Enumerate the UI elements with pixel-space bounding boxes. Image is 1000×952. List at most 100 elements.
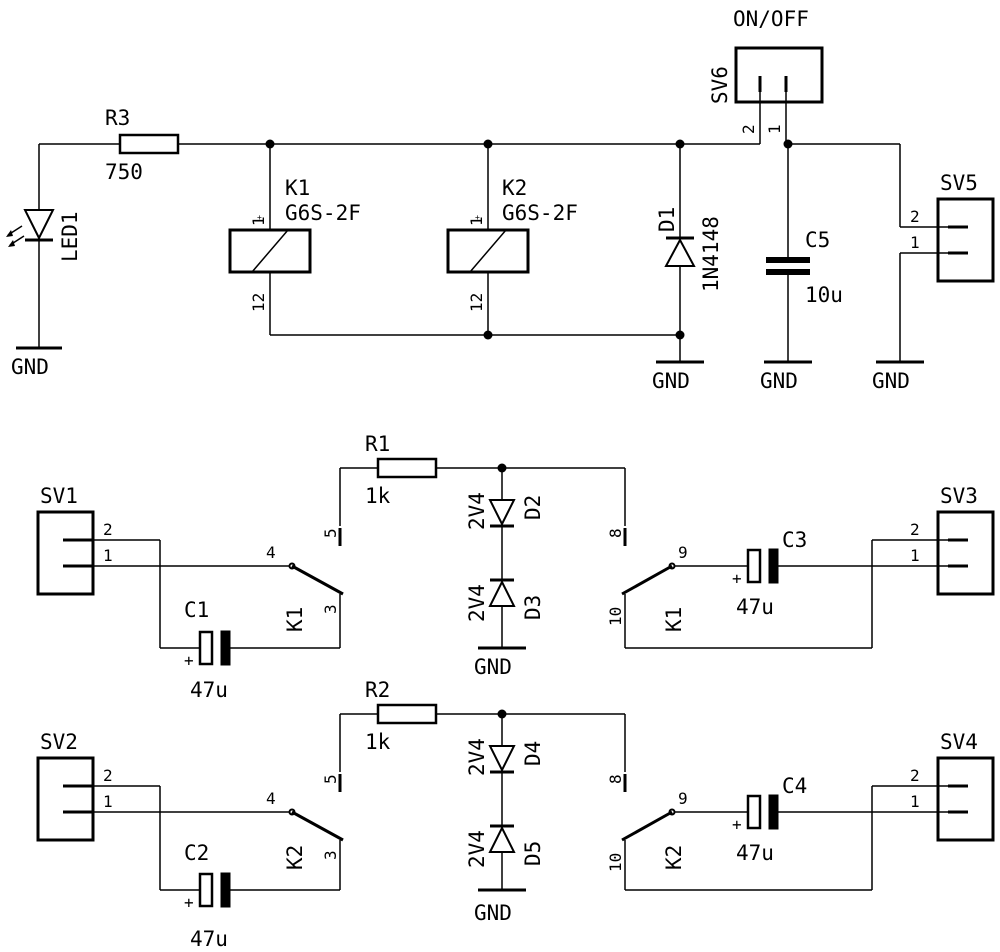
junction [675, 139, 685, 149]
capacitor-c1: C1 + 47u [184, 598, 340, 702]
sv6-title: ON/OFF [733, 7, 809, 31]
c3-name: C3 [782, 528, 807, 552]
k2-pin5: 5 [321, 774, 340, 784]
c3-value: 47u [736, 595, 774, 619]
resistor-r1: R1 1k [340, 432, 625, 508]
k2-pin8: 8 [606, 774, 625, 784]
k1-pin8: 8 [606, 528, 625, 538]
d3-part: 2V4 [465, 584, 489, 622]
sv6-name: SV6 [708, 66, 732, 104]
sv6-pin2: 2 [739, 124, 758, 134]
switch-k2-right: 8 9 10 K2 [606, 714, 872, 891]
connector-sv4: SV4 2 1 [871, 730, 995, 890]
r2-name: R2 [365, 678, 390, 702]
k2-pin-plus: + [475, 213, 480, 222]
junction [265, 139, 275, 149]
r3-name: R3 [105, 106, 130, 130]
gnd-sv5: GND [872, 360, 924, 393]
gnd-c5: GND [760, 360, 812, 393]
gnd-c5-label: GND [760, 369, 798, 393]
sv2-pin2: 2 [103, 766, 113, 785]
r3-value: 750 [105, 160, 143, 184]
k1-part: G6S-2F [285, 201, 361, 225]
k1-pin1: 1 [249, 216, 268, 226]
connector-sv5: SV5 2 1 [899, 144, 995, 362]
junction [483, 330, 493, 340]
k1-right-label: K1 [662, 607, 686, 632]
capacitor-c5: C5 10u [766, 144, 843, 362]
c4-plus: + [732, 815, 742, 834]
d1-part: 1N4148 [699, 216, 723, 292]
d4-part: 2V4 [465, 738, 489, 776]
led1-label: LED1 [58, 211, 82, 262]
c1-plus: + [184, 651, 194, 670]
diode-d1: D1 1N4148 [655, 144, 723, 362]
capacitor-c2: C2 + 47u [184, 841, 340, 951]
resistor-r3: R3 750 [105, 106, 180, 184]
k2-pin12: 12 [467, 293, 486, 312]
switch-k1-left: 4 K1 3 5 [266, 468, 344, 648]
connector-sv1: SV1 2 1 [36, 484, 113, 596]
gnd-ch1-label: GND [474, 655, 512, 679]
gnd-ch2: GND [474, 888, 526, 925]
sv4-pin2: 2 [910, 766, 920, 785]
k1-pin9: 9 [678, 543, 688, 562]
gnd-ch1: GND [474, 646, 526, 679]
c4-name: C4 [782, 774, 807, 798]
c4-value: 47u [736, 841, 774, 865]
channel-2: SV2 2 1 C2 + 47u 4 K2 3 5 [36, 678, 995, 951]
k2-pin3: 3 [321, 850, 340, 860]
c2-plus: + [184, 893, 194, 912]
gnd-led-label: GND [11, 355, 49, 379]
sv2-name: SV2 [40, 730, 78, 754]
gnd-sv5-label: GND [872, 369, 910, 393]
k1-pin-plus: + [257, 213, 262, 222]
k2-part: G6S-2F [502, 201, 578, 225]
sv2-pin1: 1 [103, 792, 113, 811]
junction [497, 709, 507, 719]
k2-pin10: 10 [606, 853, 625, 872]
d5-name: D5 [521, 841, 545, 866]
sv3-pin2: 2 [910, 520, 920, 539]
gnd-led: GND [11, 346, 62, 379]
gnd-d1-label: GND [652, 369, 690, 393]
resistor-r2: R2 1k [340, 678, 625, 754]
channel-1: SV1 2 1 C1 + 47u 4 K1 3 5 [36, 432, 995, 702]
sv6-pin1: 1 [765, 124, 784, 134]
switch-k2-left: 4 K2 3 5 [266, 714, 344, 890]
k2-left-label: K2 [283, 845, 307, 870]
power-section: LED1 GND R3 750 K1 G6S-2F 1 + 12 [6, 7, 995, 393]
sv4-pin1: 1 [910, 792, 920, 811]
gnd-ch2-label: GND [474, 901, 512, 925]
c5-name: C5 [805, 228, 830, 252]
k2-pin4: 4 [266, 789, 276, 808]
k1-pin3: 3 [321, 604, 340, 614]
c2-name: C2 [184, 841, 209, 865]
sv3-pin1: 1 [910, 546, 920, 565]
led1: LED1 [6, 144, 82, 348]
d5-part: 2V4 [465, 830, 489, 868]
d2-part: 2V4 [465, 492, 489, 530]
sv1-name: SV1 [40, 484, 78, 508]
connector-sv2: SV2 2 1 [36, 730, 113, 842]
k1-name: K1 [285, 176, 310, 200]
capacitor-c4: C4 + 47u [732, 774, 948, 865]
relay-k2-coil: K2 G6S-2F 1 + 12 [446, 144, 578, 335]
capacitor-c3: C3 + 47u [732, 528, 948, 619]
c5-value: 10u [805, 283, 843, 307]
junction [675, 330, 685, 340]
k1-pin4: 4 [266, 543, 276, 562]
sv3-name: SV3 [940, 484, 978, 508]
d4-name: D4 [521, 741, 545, 766]
connector-sv6: ON/OFF SV6 2 1 [708, 7, 824, 144]
sv1-pin1: 1 [103, 546, 113, 565]
sv5-name: SV5 [940, 171, 978, 195]
d1-name: D1 [655, 207, 679, 232]
sv5-pin1: 1 [910, 233, 920, 252]
k2-pin9: 9 [678, 789, 688, 808]
d2-name: D2 [521, 495, 545, 520]
relay-k1-coil: K1 G6S-2F 1 + 12 [228, 144, 361, 335]
k2-pin1: 1 [467, 216, 486, 226]
sv4-name: SV4 [940, 730, 978, 754]
